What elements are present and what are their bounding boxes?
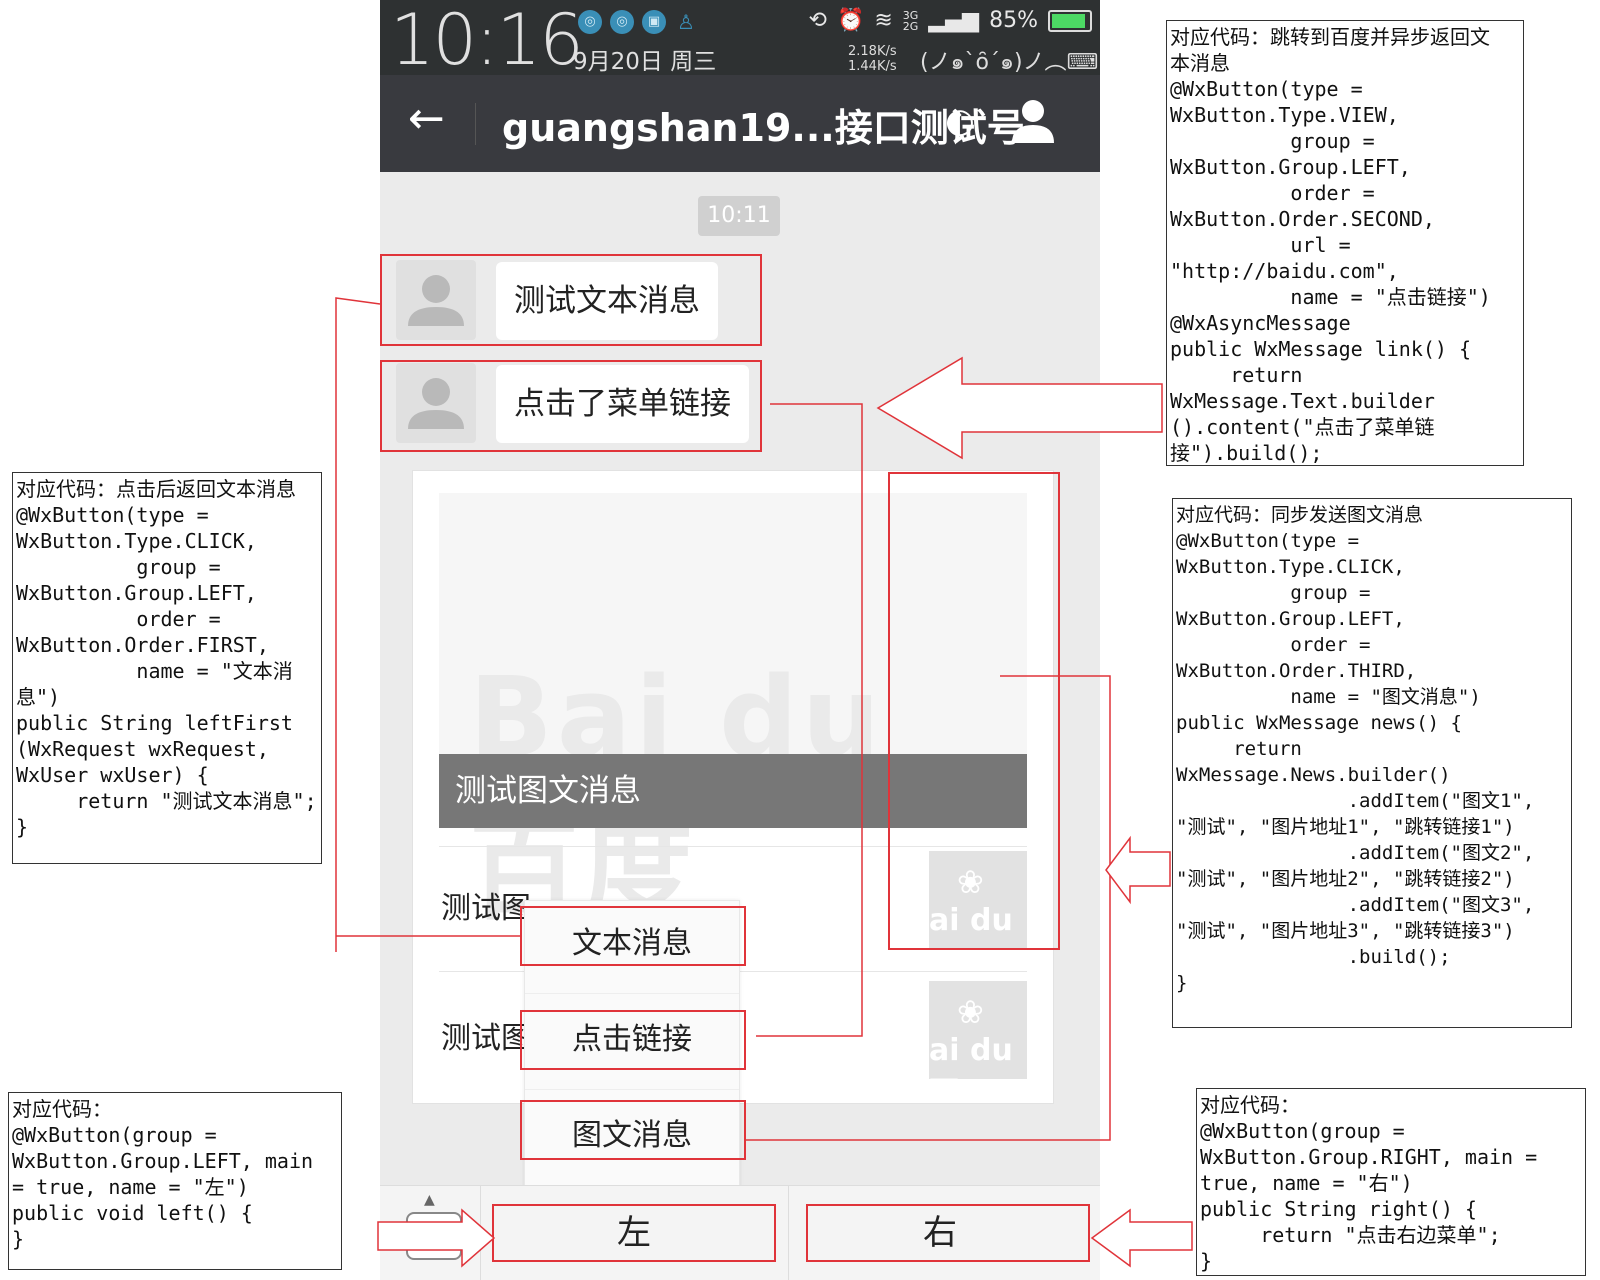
gallery-icon: ▣ [642,10,666,34]
speed-down: 1.44K/s [848,59,897,74]
status-emoticon: (ノ๑`ȏ´๑)ノ︵⌨ [920,50,1099,75]
annotation-left-code: 对应代码： @WxButton(group = WxButton.Group.L… [8,1092,342,1270]
message-bubble[interactable]: 测试文本消息 [496,262,718,340]
menu-divider [788,1186,789,1280]
menu-button-left[interactable]: 左 [617,1213,651,1253]
annotation-link-code: 对应代码：跳转到百度并异步返回文 本消息 @WxButton(type = Wx… [1166,20,1524,466]
annotation-text-code: 对应代码：点击后返回文本消息 @WxButton(type = WxButton… [12,472,322,864]
keyboard-icon[interactable] [406,1212,462,1260]
notification-icon: ◎ [578,10,602,34]
submenu-divider [525,1089,739,1090]
signal-icon: ▂▄▆ [928,8,980,33]
news-item-thumbnail[interactable]: ❀ ai du 百 [929,981,1027,1079]
avatar[interactable] [396,260,476,340]
highlight-link-message [380,360,762,452]
highlight-submenu-text [520,906,746,966]
back-arrow-icon[interactable]: ← [408,93,445,144]
news-item-title[interactable]: 测试图 [441,1021,531,1056]
status-time: 10:16 [390,0,584,81]
highlight-menu-left [492,1204,776,1262]
rotate-icon: ⟲ [808,8,827,33]
person-icon[interactable] [1010,97,1056,145]
title-bar: ← guangshan19...接口测试号 ◐ [380,75,1100,172]
speed-up: 2.18K/s [848,44,897,59]
submenu-item-news[interactable]: 图文消息 [572,1118,692,1153]
thumbnail-logo-text: ai du 百 [929,1033,1013,1079]
default-avatar-icon [408,378,464,429]
title-separator [475,103,476,145]
ear-icon[interactable]: ◐ [945,101,975,141]
submenu-popup: 文本消息 点击链接 图文消息 [524,900,740,1194]
network-speed: 2.18K/s 1.44K/s [848,44,897,74]
chat-title: guangshan19...接口测试号 [502,106,1025,150]
submenu-item-text[interactable]: 文本消息 [572,926,692,961]
arrow-to-right-button [1090,1208,1193,1268]
submenu-divider [525,993,739,994]
battery-percent: 85% [989,8,1038,33]
message-bubble[interactable]: 点击了菜单链接 [496,365,749,443]
highlight-news-card [888,472,1060,950]
connector-text-line [335,297,381,952]
notification-icon: ◎ [610,10,634,34]
highlight-menu-right [806,1204,1090,1262]
menu-button-right[interactable]: 右 [923,1213,957,1253]
qq-icon: ♙ [677,10,695,34]
menu-divider [480,1186,481,1280]
submenu-item-link[interactable]: 点击链接 [572,1022,692,1057]
bottom-menu-bar: ▲ 左 右 [380,1185,1100,1280]
alarm-icon: ⏰ [836,8,865,33]
status-date: 9月20日 周三 [573,49,717,75]
highlight-submenu-news [520,1100,746,1160]
chat-timestamp: 10:11 [698,196,780,236]
news-divider [439,846,1027,847]
annotation-news-code: 对应代码：同步发送图文消息 @WxButton(type = WxButton.… [1172,498,1572,1028]
avatar[interactable] [396,363,476,443]
caret-up-icon: ▲ [424,1192,435,1208]
battery-icon [1048,9,1092,32]
arrow-to-news-card [1105,835,1171,905]
wifi-icon: ≋ [874,8,893,33]
baidu-paw-icon: ❀ [957,993,984,1031]
highlight-text-message [380,254,762,346]
notification-icons: ◎ ◎ ▣ ♙ [578,10,698,34]
news-item-title[interactable]: 测试图 [441,891,531,926]
highlight-submenu-link [520,1010,746,1070]
default-avatar-icon [408,275,464,326]
annotation-right-code: 对应代码： @WxButton(group = WxButton.Group.R… [1196,1088,1586,1276]
